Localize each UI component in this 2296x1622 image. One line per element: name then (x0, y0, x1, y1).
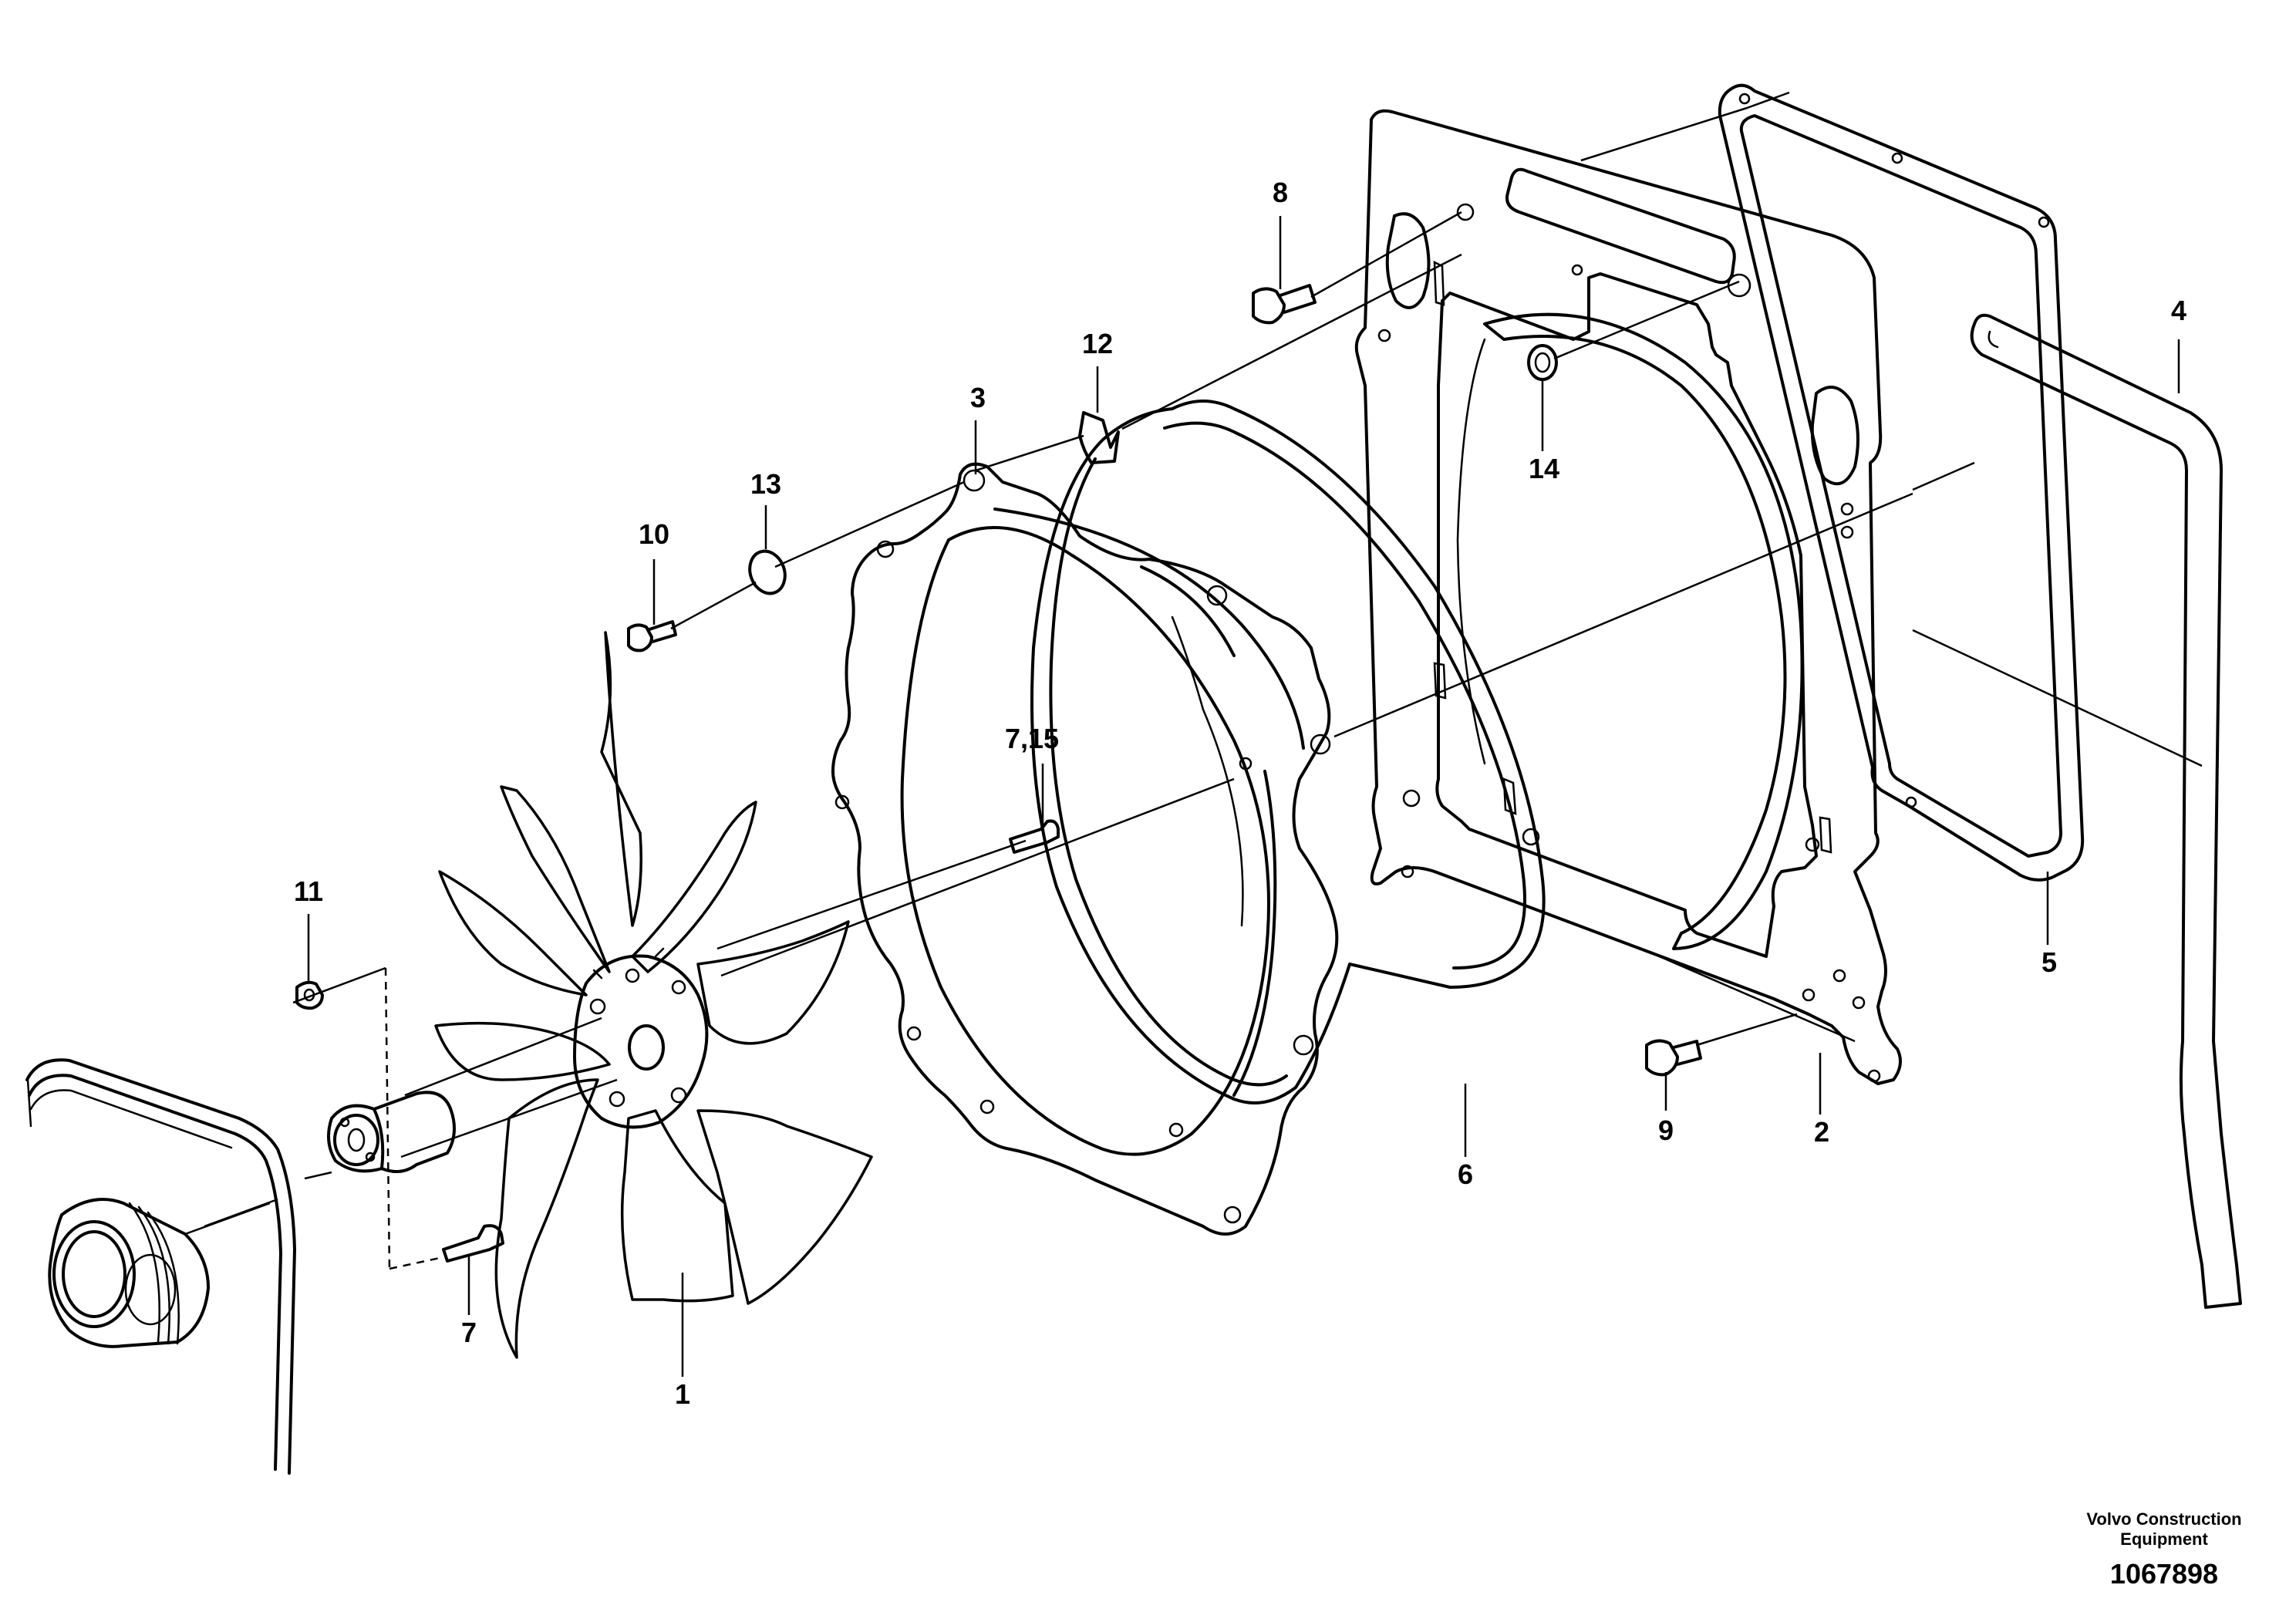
brand-line-1: Volvo Construction (2086, 1509, 2241, 1529)
callout-2: 2 (1814, 1116, 1829, 1148)
part-8-bolt (1252, 284, 1317, 325)
part-9-bolt (1645, 1039, 1702, 1077)
callout-5: 5 (2041, 946, 2057, 978)
figure-number: 1067898 (2110, 1558, 2218, 1590)
callout-14: 14 (1529, 453, 1559, 484)
callout-9: 9 (1658, 1114, 1674, 1146)
callout-10: 10 (639, 518, 669, 550)
callout-4: 4 (2171, 295, 2186, 326)
part-7-bolt (442, 1224, 504, 1263)
hardware (295, 284, 1702, 1263)
footer-brand: Volvo Construction Equipment 1067898 (2086, 1509, 2241, 1590)
callout-1: 1 (675, 1378, 690, 1410)
callout-11: 11 (294, 875, 323, 907)
callout-7: 7 (461, 1317, 477, 1348)
part-6-ring-seal (1030, 400, 1546, 1104)
part-3-fan-cowl (831, 462, 1339, 1236)
brand-line-2: Equipment (2120, 1529, 2208, 1549)
part-10-bolt (627, 620, 677, 653)
callout-8: 8 (1273, 177, 1288, 208)
drive-belt (25, 1058, 296, 1475)
callout-13: 13 (750, 468, 781, 500)
part-12-clip-nut (1078, 411, 1120, 464)
callout-6: 6 (1458, 1158, 1473, 1190)
part-2-shroud-plate (1354, 109, 1902, 1085)
callout-12: 12 (1082, 328, 1113, 359)
part-1-fan (434, 631, 873, 1359)
part-7-15-stud (1009, 819, 1060, 854)
assembly-lines (184, 91, 2203, 1270)
spacer-hub (327, 1091, 456, 1173)
callout-3: 3 (970, 382, 986, 413)
part-5-gasket (1718, 83, 2085, 882)
callout-7-15: 7,15 (1005, 723, 1059, 754)
pulley (48, 1198, 210, 1348)
part-11-nut (295, 980, 324, 1010)
part-13-washer (748, 549, 787, 595)
callout-leaders (307, 216, 2180, 1377)
part-4-hose (1970, 313, 2242, 1309)
part-14-grommet (1527, 344, 1558, 381)
callout-labels: 1 2 3 4 5 6 7 7,15 8 9 10 11 12 13 14 (294, 177, 2186, 1410)
